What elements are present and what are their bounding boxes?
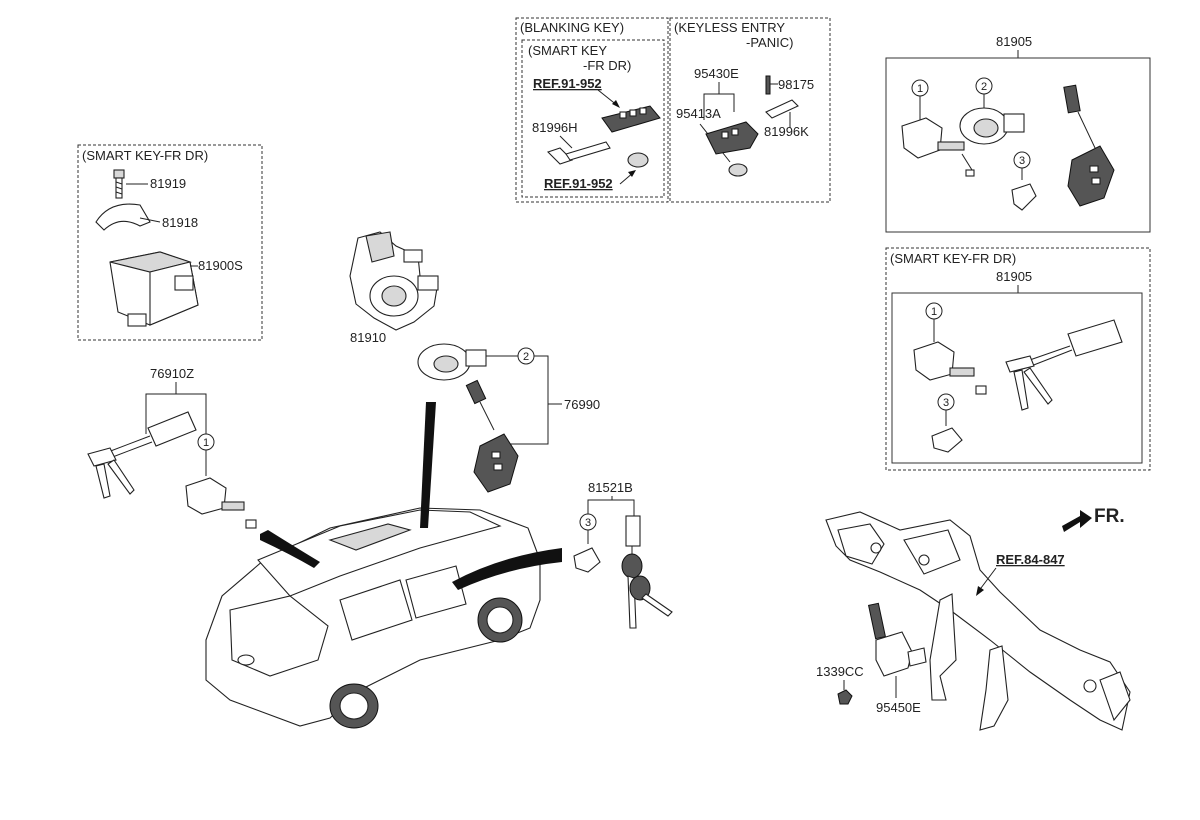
keyless-label-line2: -PANIC)	[746, 35, 793, 50]
svg-text:3: 3	[585, 517, 591, 529]
svg-text:1: 1	[931, 306, 937, 318]
part-number-95430E: 95430E	[694, 66, 739, 81]
screw-81919-part	[113, 169, 125, 199]
part-number-95450E: 95450E	[876, 700, 921, 715]
ignition-lock-part	[959, 107, 1025, 145]
pointer-arrow	[420, 402, 436, 528]
svg-text:1: 1	[203, 437, 209, 449]
ref-91-952-bottom: REF.91-952	[544, 176, 613, 191]
svg-text:3: 3	[1019, 155, 1025, 167]
section-label-right: (SMART KEY-FR DR)	[890, 251, 1016, 266]
part-number-81919: 81919	[150, 176, 186, 191]
key-with-tag-part	[1005, 319, 1123, 411]
keyless-entry-group: (KEYLESS ENTRY -PANIC) 95430E 95413A 981…	[669, 17, 831, 203]
section-label: (SMART KEY-FR DR)	[82, 148, 208, 163]
key-tag-part	[625, 515, 641, 547]
smart-key-remote-part	[1063, 84, 1115, 207]
part-number-81996K: 81996K	[764, 124, 809, 139]
key-set-76910Z-group: 76910Z 1	[87, 366, 257, 529]
part-number-81905-top: 81905	[996, 34, 1032, 49]
coin-battery-part	[627, 152, 649, 168]
dashed-frame	[77, 144, 263, 341]
key-tag-part	[147, 411, 197, 447]
ignition-assembly-81910-part	[349, 231, 439, 331]
svg-text:1: 1	[917, 83, 923, 95]
nut-1339CC-part	[837, 689, 853, 705]
blank-key-81996H-part	[546, 141, 611, 165]
smart-key-label-line2: -FR DR)	[583, 58, 631, 73]
smart-key-fr-dr-right-group: (SMART KEY-FR DR) 81905 1 3	[885, 247, 1151, 471]
smart-key-fob-part	[601, 105, 661, 133]
keyless-label-line1: (KEYLESS ENTRY	[674, 20, 785, 35]
trunk-cylinder-part	[931, 427, 963, 453]
svg-text:2: 2	[981, 81, 987, 93]
lock-set-81905-group: 81905 1 2 3	[885, 34, 1151, 233]
pin-98175-part	[765, 75, 771, 95]
ref-91-952-top: REF.91-952	[533, 76, 602, 91]
ignition-lock-remote-set: 2 76990	[417, 343, 600, 493]
vehicle-illustration	[205, 507, 541, 729]
trunk-cylinder-part	[1011, 183, 1037, 211]
door-cylinder-part	[901, 117, 975, 177]
part-number-81918: 81918	[162, 215, 198, 230]
key-head-part	[621, 553, 643, 579]
key-blade-81996K-part	[765, 99, 799, 119]
part-number-81996H: 81996H	[532, 120, 578, 135]
remote-battery-part	[728, 163, 748, 177]
part-number-1339CC: 1339CC	[816, 664, 864, 679]
part-number-81910: 81910	[350, 330, 386, 345]
cowl-crossmember-frame	[825, 511, 1131, 731]
bracket-81918-part	[95, 203, 151, 231]
part-number-81521B: 81521B	[588, 480, 633, 495]
svg-text:2: 2	[523, 351, 529, 363]
trunk-key-81521B-group: 81521B 3	[573, 480, 673, 629]
key-part	[87, 447, 117, 467]
part-number-98175: 98175	[778, 77, 814, 92]
pointer-arrow	[452, 548, 562, 590]
remote-fob-part	[705, 121, 759, 155]
part-number-81905-bottom: 81905	[996, 269, 1032, 284]
part-number-76910Z: 76910Z	[150, 366, 194, 381]
part-number-95413A: 95413A	[676, 106, 721, 121]
smart-key-fr-dr-left-group: (SMART KEY-FR DR) 81919 81918 81900S	[77, 144, 263, 341]
blanking-key-label: (BLANKING KEY)	[520, 20, 624, 35]
door-cylinder-part	[185, 477, 257, 529]
module-95450E-part	[867, 602, 927, 677]
trunk-cylinder-part	[573, 547, 601, 573]
smart-key-label-line1: (SMART KEY	[528, 43, 607, 58]
module-81900S-part	[109, 251, 199, 327]
svg-text:3: 3	[943, 397, 949, 409]
blanking-key-group: (BLANKING KEY) (SMART KEY -FR DR) REF.91…	[515, 17, 669, 203]
forward-arrow-icon	[1062, 510, 1092, 532]
smart-key-remote-part	[473, 433, 519, 493]
door-cylinder-part	[913, 341, 987, 395]
ref-84-847: REF.84-847	[996, 552, 1065, 567]
part-number-76990: 76990	[564, 397, 600, 412]
part-number-81900S: 81900S	[198, 258, 243, 273]
front-direction-label: FR.	[1094, 506, 1125, 527]
pointer-arrow	[260, 530, 320, 568]
